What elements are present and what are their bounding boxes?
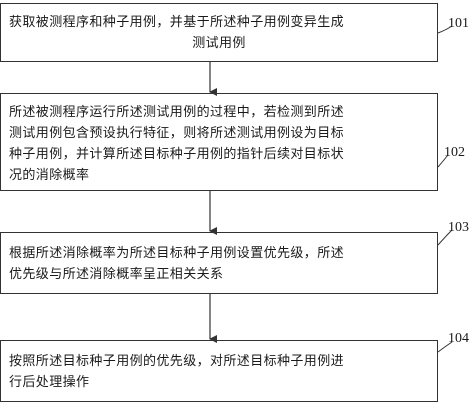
step-text-103-line-1: 根据所述消除概率为所述目标种子用例设置优先级，所述	[9, 246, 345, 261]
leader-line-102	[437, 154, 449, 168]
step-text-103-line-2: 优先级与所述消除概率呈正相关关系	[9, 267, 224, 282]
step-box-103: 根据所述消除概率为所述目标种子用例设置优先级，所述 优先级与所述消除概率呈正相关…	[0, 232, 438, 294]
step-box-102: 所述被测程序运行所述测试用例的过程中，若检测到所述 测试用例包含预设执行特征，则…	[0, 93, 438, 191]
ref-label-102: 102	[444, 145, 465, 160]
step-text-101-line-2: 测试用例	[192, 36, 246, 51]
step-box-101: 获取被测程序和种子用例，并基于所述种子用例变异生成 测试用例	[0, 3, 438, 62]
leader-line-101	[437, 25, 453, 34]
ref-label-103: 103	[448, 220, 469, 235]
step-text-102-line-2: 测试用例包含预设执行特征，则将所述测试用例设为目标	[9, 126, 345, 141]
ref-label-104: 104	[448, 331, 469, 346]
ref-label-101: 101	[448, 16, 469, 31]
step-text-101-line-1: 获取被测程序和种子用例，并基于所述种子用例变异生成	[9, 15, 345, 30]
step-box-104: 按照所述目标种子用例的优先级，对所述目标种子用例进 行后处理操作	[0, 340, 438, 402]
step-text-102-line-3: 种子用例，并计算所述目标种子用例的指针后续对目标状	[9, 147, 345, 162]
leader-line-103	[437, 229, 453, 246]
step-text-104-line-1: 按照所述目标种子用例的优先级，对所述目标种子用例进	[9, 354, 345, 369]
step-text-104-line-2: 行后处理操作	[9, 375, 90, 390]
leader-line-104	[437, 341, 453, 353]
step-text-102-line-4: 况的消除概率	[9, 168, 90, 183]
step-text-102-line-1: 所述被测程序运行所述测试用例的过程中，若检测到所述	[9, 105, 345, 120]
